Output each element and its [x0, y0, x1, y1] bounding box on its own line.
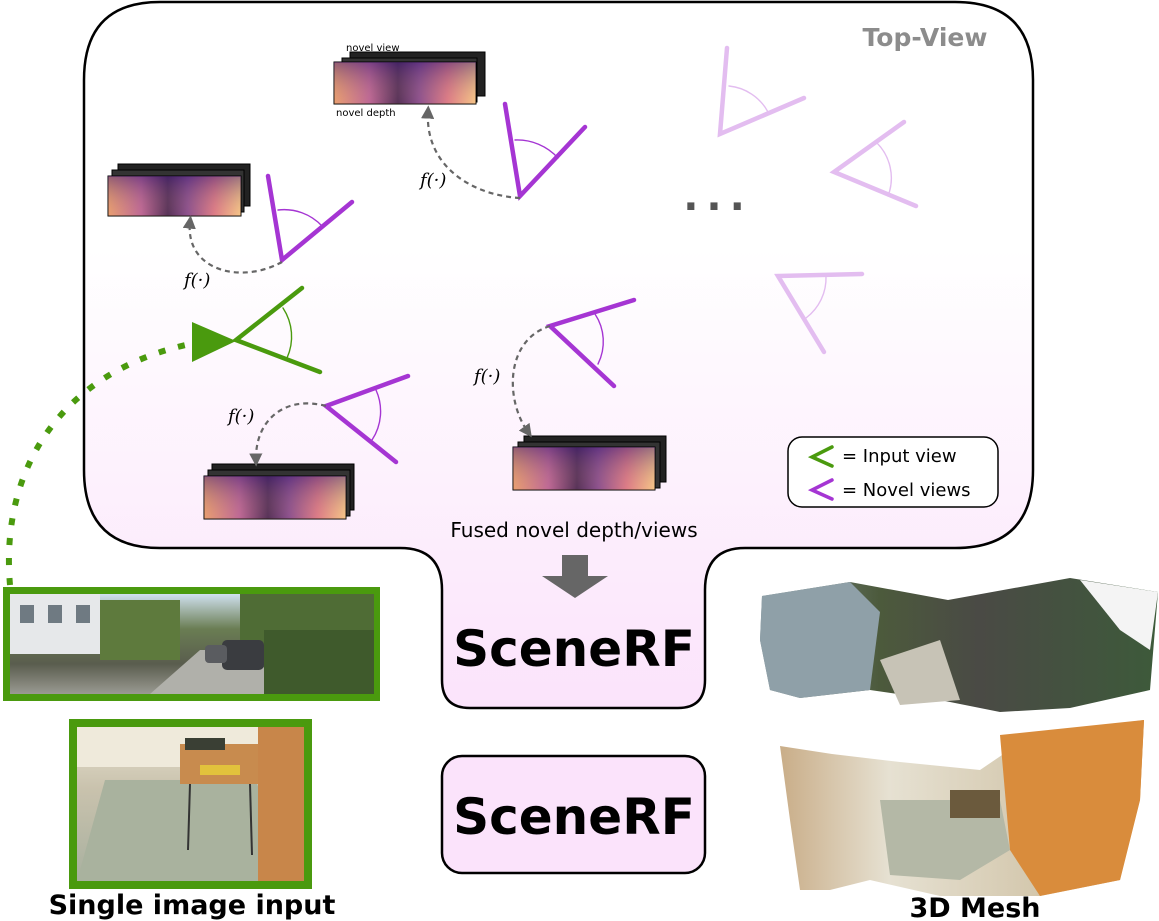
input-connection-arrow — [6, 340, 196, 586]
single-image-input-label: Single image input — [49, 890, 336, 921]
indoor-photo — [69, 719, 312, 889]
down-arrow-icon — [542, 555, 608, 598]
render-arrow — [182, 105, 551, 467]
camera-frustum-icon — [502, 101, 588, 201]
camera-frustum-icon — [717, 45, 807, 138]
scenerf-box — [440, 754, 707, 875]
novel-view-label: novel view — [346, 43, 400, 54]
model-name-label: SceneRF — [453, 620, 695, 678]
mesh-label: 3D Mesh — [909, 893, 1040, 921]
mesh-render — [760, 578, 1158, 712]
depth-map-thumbnail — [203, 463, 355, 520]
model-name-label: SceneRF — [453, 788, 695, 846]
render-function-label: f(·) — [418, 170, 446, 191]
legend-box — [787, 436, 999, 508]
render-function-label: f(·) — [226, 406, 254, 427]
fused-label: Fused novel depth/views — [450, 518, 697, 542]
mesh-render — [780, 720, 1144, 896]
depth-map-thumbnail — [333, 51, 486, 105]
novel-depth-label: novel depth — [336, 108, 396, 119]
ellipsis: ... — [683, 174, 753, 220]
top-view-label: Top-View — [863, 23, 988, 52]
legend-novel-views: = Novel views — [842, 480, 971, 501]
render-function-label: f(·) — [182, 270, 210, 291]
legend-input-view: = Input view — [842, 446, 957, 467]
camera-frustum-icon — [807, 445, 834, 468]
street-photo — [3, 587, 380, 701]
input-arrowhead-icon — [192, 322, 236, 362]
top-view-panel — [82, 0, 1035, 710]
camera-frustum-icon — [231, 285, 323, 375]
camera-frustum-icon — [807, 478, 834, 501]
depth-map-thumbnail — [107, 163, 251, 217]
depth-map-thumbnail — [512, 435, 667, 491]
camera-frustum-icon — [265, 173, 355, 265]
camera-frustum-icon — [829, 119, 919, 209]
render-function-label: f(·) — [472, 366, 500, 387]
camera-frustum-icon — [774, 271, 865, 355]
